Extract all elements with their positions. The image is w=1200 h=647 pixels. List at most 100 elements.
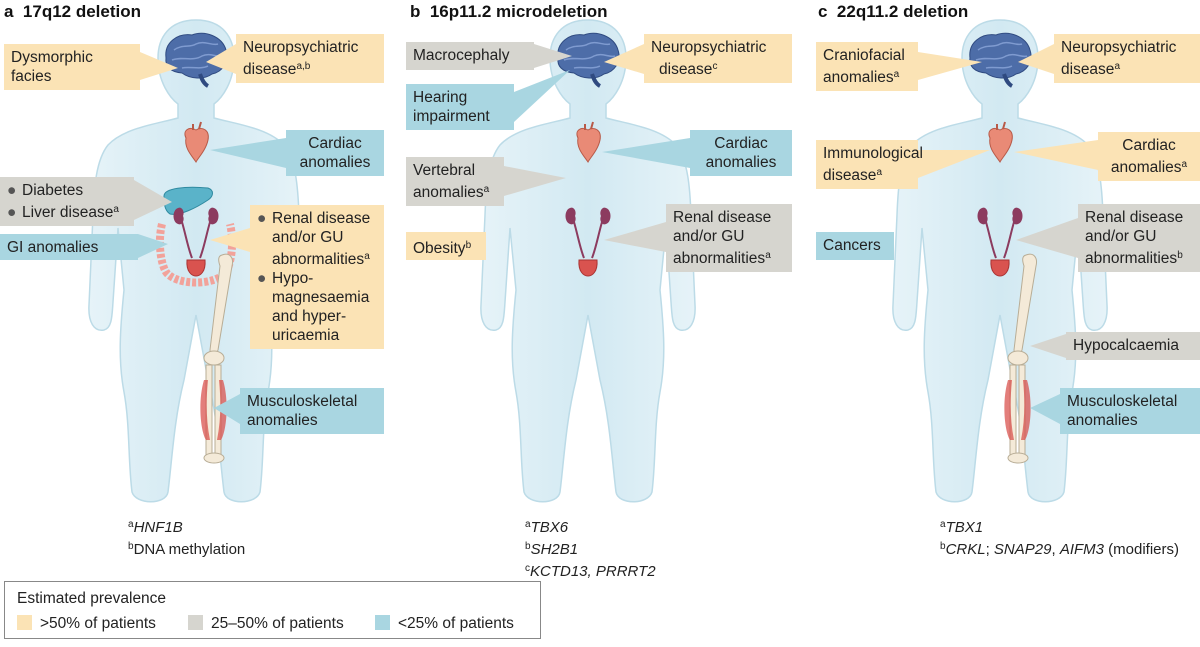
label: Neuropsychiatric [1061,39,1177,56]
panel-a-title: a 17q12 deletion [4,2,141,22]
box-renal-hypo-a: ●Renal disease and/or GU abnormalitiesa … [250,205,384,349]
footnote-text: AIFM3 [1059,541,1104,558]
box-diabetes-liver: ●Diabetes ●Liver diseasea [0,177,134,226]
box-craniofacial: Craniofacial anomaliesa [816,42,918,91]
bullet-icon: ● [257,210,267,227]
box-cancers: Cancers [816,232,894,260]
box-neuropsychiatric-c: Neuropsychiatric diseasea [1054,34,1200,83]
box-immunological: Immunological diseasea [816,140,923,189]
label: Cardiac [308,135,362,152]
label: anomalies [1110,159,1182,176]
footnote-text: HNF1B [133,519,183,536]
footnote-text: DNA methylation [133,541,246,558]
label: anomalies [413,184,484,201]
bullet-icon: ● [7,182,17,199]
footnote-marker: b [1177,250,1183,261]
box-hypocalcaemia: Hypocalcaemia [1066,332,1200,360]
panel-title-text: 22q11.2 deletion [836,2,969,21]
footnote-marker: a [128,519,134,530]
legend-item-mid: 25–50% of patients [188,615,344,633]
label: Obesity [413,240,466,257]
legend-label: >50% of patients [40,615,156,632]
footnote-text: TBX1 [945,519,984,536]
footnote-marker: a [364,251,370,262]
label: anomalies [247,412,318,429]
label: Liver disease [22,204,114,221]
footnote-marker: a [940,519,946,530]
footnote-marker: c [712,61,718,72]
label: and/or GU [272,229,344,246]
label: Dysmorphic [11,49,93,66]
footnote-marker: a [525,519,531,530]
footnote-marker: a [483,184,490,195]
label: facies [11,68,52,85]
footnote-marker: b [128,541,134,552]
box-vertebral-anomalies: Vertebral anomaliesa [406,157,504,206]
footnote-text: SNAP29 [993,541,1052,558]
box-obesity: Obesityb [406,232,486,260]
label: Renal disease [1085,209,1184,226]
label: Macrocephaly [413,47,510,64]
footnote-marker: a [1181,159,1188,170]
label: anomalies [823,69,894,86]
footnote-marker: b [465,240,472,251]
label: Neuropsychiatric [243,39,359,56]
label: Hearing [413,89,468,106]
label: disease [1061,61,1115,78]
panel-letter: b [410,2,421,21]
box-cardiac-c: Cardiac anomaliesa [1098,132,1200,181]
footnote-text: SH2B1 [530,541,579,558]
box-neuropsychiatric-b: Neuropsychiatric diseasec [644,34,792,83]
box-musculoskeletal-c: Musculoskeletal anomalies [1060,388,1200,434]
bullet-icon: ● [7,204,17,221]
label: Cancers [823,237,881,254]
label: Vertebral [413,162,476,179]
label: disease [823,167,877,184]
box-musculoskeletal-a: Musculoskeletal anomalies [240,388,384,434]
label: and/or GU [1085,228,1157,245]
footnote-marker: c [525,563,530,574]
legend-label: <25% of patients [398,615,514,632]
footnote-marker: a [893,69,900,80]
label: anomalies [1067,412,1138,429]
label: GI anomalies [7,239,99,256]
connectors [134,44,1098,424]
liver-icon [163,186,213,215]
label: and/or GU [673,228,745,245]
label: Diabetes [22,182,84,199]
label: uricaemia [272,327,340,344]
footnote-marker: a,b [296,61,311,72]
label: abnormalities [673,250,766,267]
label: magnesaemia [272,289,370,306]
panel-title-text: 17q12 deletion [22,2,142,21]
bullet-icon: ● [257,270,267,287]
panel-letter: a [4,2,14,21]
label: abnormalities [272,251,365,268]
box-gi-anomalies: GI anomalies [0,234,138,260]
footnote-text: TBX6 [530,519,569,536]
label: Cardiac [1122,137,1176,154]
intestine-icon [155,223,237,287]
box-hearing-impairment: Hearing impairment [406,84,514,130]
label: anomalies [705,154,777,171]
label: Craniofacial [823,47,905,64]
box-macrocephaly: Macrocephaly [406,42,534,70]
swatch-gray [188,615,203,630]
label: Renal disease [272,210,371,227]
box-cardiac-a: Cardiac anomalies [286,130,384,176]
box-renal-c: Renal disease and/or GU abnormalitiesb [1078,204,1200,272]
footnotes-b: aTBX6 bSH2B1 cKCTD13, PRRRT2 [525,515,656,581]
footnotes-c: aTBX1 bCRKL; SNAP29, AIFM3 (modifiers) [940,515,1179,559]
box-renal-b: Renal disease and/or GU abnormalitiesa [666,204,792,272]
legend: Estimated prevalence >50% of patients 25… [4,581,541,639]
panel-c-title: c 22q11.2 deletion [818,2,968,22]
footnote-text: KCTD13, PRRRT2 [530,563,656,580]
label: Musculoskeletal [1067,393,1178,410]
label: disease [659,61,713,78]
box-dysmorphic-facies: Dysmorphic facies [4,44,140,90]
label: impairment [413,108,490,125]
label: Cardiac [714,135,768,152]
box-neuropsychiatric-a: Neuropsychiatric diseasea,b [236,34,384,83]
footnote-text: , [1051,541,1060,558]
